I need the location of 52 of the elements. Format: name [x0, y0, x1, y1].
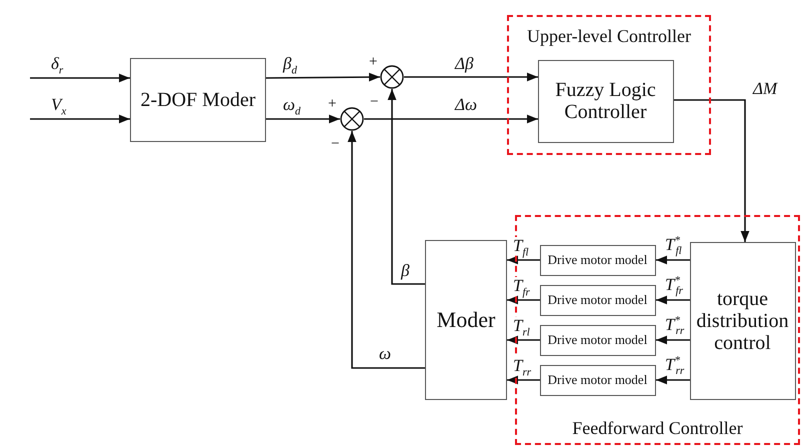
- arrow: [656, 296, 690, 304]
- block-label: Moder: [436, 308, 496, 332]
- block-label: Drive motor model: [546, 252, 648, 268]
- block-label: Drive motor model: [546, 292, 648, 308]
- arrow: [30, 74, 130, 82]
- arrow: [656, 336, 690, 344]
- dashed-group-frame: [515, 215, 800, 445]
- block-box: [540, 284, 656, 316]
- edge-label: ΔM: [752, 80, 778, 97]
- group-title: Feedforward Controller: [571, 419, 744, 437]
- block-box: [130, 58, 266, 142]
- arrow: [674, 99, 750, 242]
- edge-label: V$_{x}$: [50, 96, 68, 113]
- arrow: [507, 256, 540, 264]
- block-box: [690, 242, 796, 400]
- sign-label: −: [370, 95, 378, 110]
- arrow: [266, 114, 340, 124]
- sign-label: −: [331, 137, 340, 152]
- edge-label: β: [400, 262, 410, 279]
- edge-label: T$_{rl}$: [512, 317, 531, 334]
- dashed-group-frame: [507, 15, 711, 155]
- arrow: [656, 376, 690, 384]
- edge-label: T$_{rr}$: [512, 357, 532, 374]
- arrow: [388, 89, 425, 285]
- edge-label: Δβ: [454, 55, 474, 72]
- sign-label: +: [369, 55, 378, 70]
- arrow: [507, 376, 540, 384]
- arrow: [348, 131, 425, 369]
- arrow: [30, 114, 130, 124]
- arrow: [507, 296, 540, 304]
- arrow: [364, 114, 538, 124]
- block-box: [538, 60, 674, 142]
- block-box: [540, 324, 656, 356]
- edge-label: β$_{d}$: [282, 55, 298, 72]
- arrow: [656, 256, 690, 264]
- edge-label: Δω: [454, 96, 478, 113]
- block-label: Drive motor model: [546, 372, 648, 388]
- arrow: [507, 336, 540, 344]
- summing-junction: [380, 65, 404, 89]
- block-box: [540, 244, 656, 276]
- arrow: [266, 72, 380, 82]
- block-box: [425, 240, 507, 400]
- block-label: torque distribution control: [695, 288, 790, 354]
- arrow: [404, 72, 538, 82]
- group-title: Upper-level Controller: [526, 27, 692, 45]
- edge-label: δ$_{r}$: [50, 55, 64, 72]
- sign-label: +: [328, 97, 336, 112]
- block-label: Fuzzy Logic Controller: [554, 79, 657, 123]
- block-box: [540, 364, 656, 396]
- block-label: Drive motor model: [546, 332, 648, 348]
- block-label: 2-DOF Moder: [140, 89, 256, 111]
- summing-junction: [340, 107, 364, 131]
